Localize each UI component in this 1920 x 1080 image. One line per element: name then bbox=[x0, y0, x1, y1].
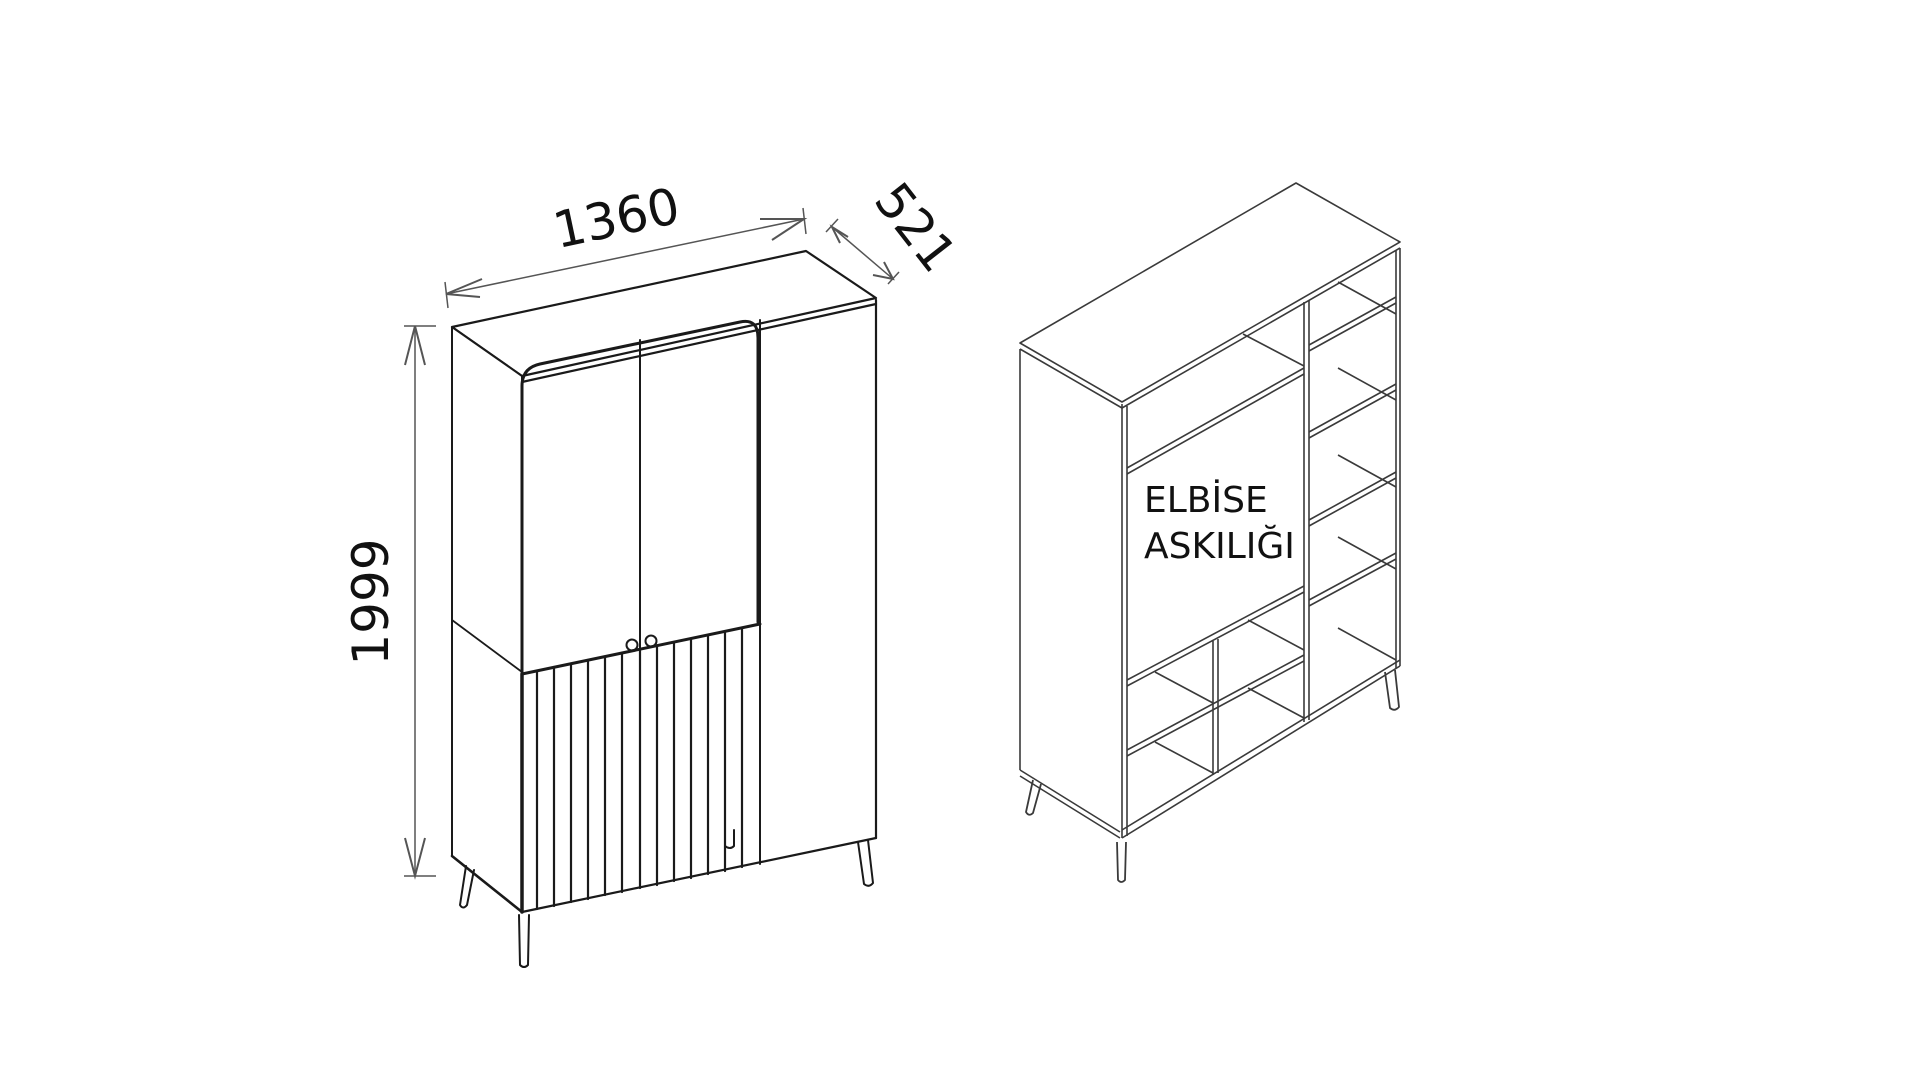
dress-hanger-label-line1: ELBİSE bbox=[1144, 479, 1268, 521]
height-label: 1999 bbox=[342, 538, 400, 665]
handle-right-icon bbox=[644, 634, 658, 648]
closed-legs bbox=[459, 829, 874, 968]
side-bottom-edge bbox=[450, 854, 524, 914]
front-bottom-edge bbox=[520, 836, 878, 914]
dress-hanger-label-line2: ASKILIĞI bbox=[1144, 525, 1295, 567]
depth-dimension-line bbox=[831, 226, 894, 280]
open-top-front-edge bbox=[1121, 247, 1401, 409]
closed-wardrobe bbox=[450, 249, 878, 968]
open-top-surface bbox=[1019, 182, 1401, 403]
open-wardrobe bbox=[1019, 182, 1401, 883]
dimension-lines bbox=[404, 207, 900, 880]
width-dimension-line bbox=[445, 218, 805, 295]
width-label: 1360 bbox=[548, 177, 685, 260]
handle-left-icon bbox=[625, 638, 639, 652]
closed-left-side bbox=[451, 326, 523, 913]
fluted-lines bbox=[535, 626, 744, 911]
open-legs bbox=[1025, 669, 1400, 883]
side-divider bbox=[451, 619, 523, 673]
top-front-edge bbox=[520, 302, 878, 384]
closed-top-surface bbox=[450, 249, 878, 378]
fluted-top-edge bbox=[520, 622, 762, 676]
open-bottom-edge bbox=[1121, 665, 1401, 839]
